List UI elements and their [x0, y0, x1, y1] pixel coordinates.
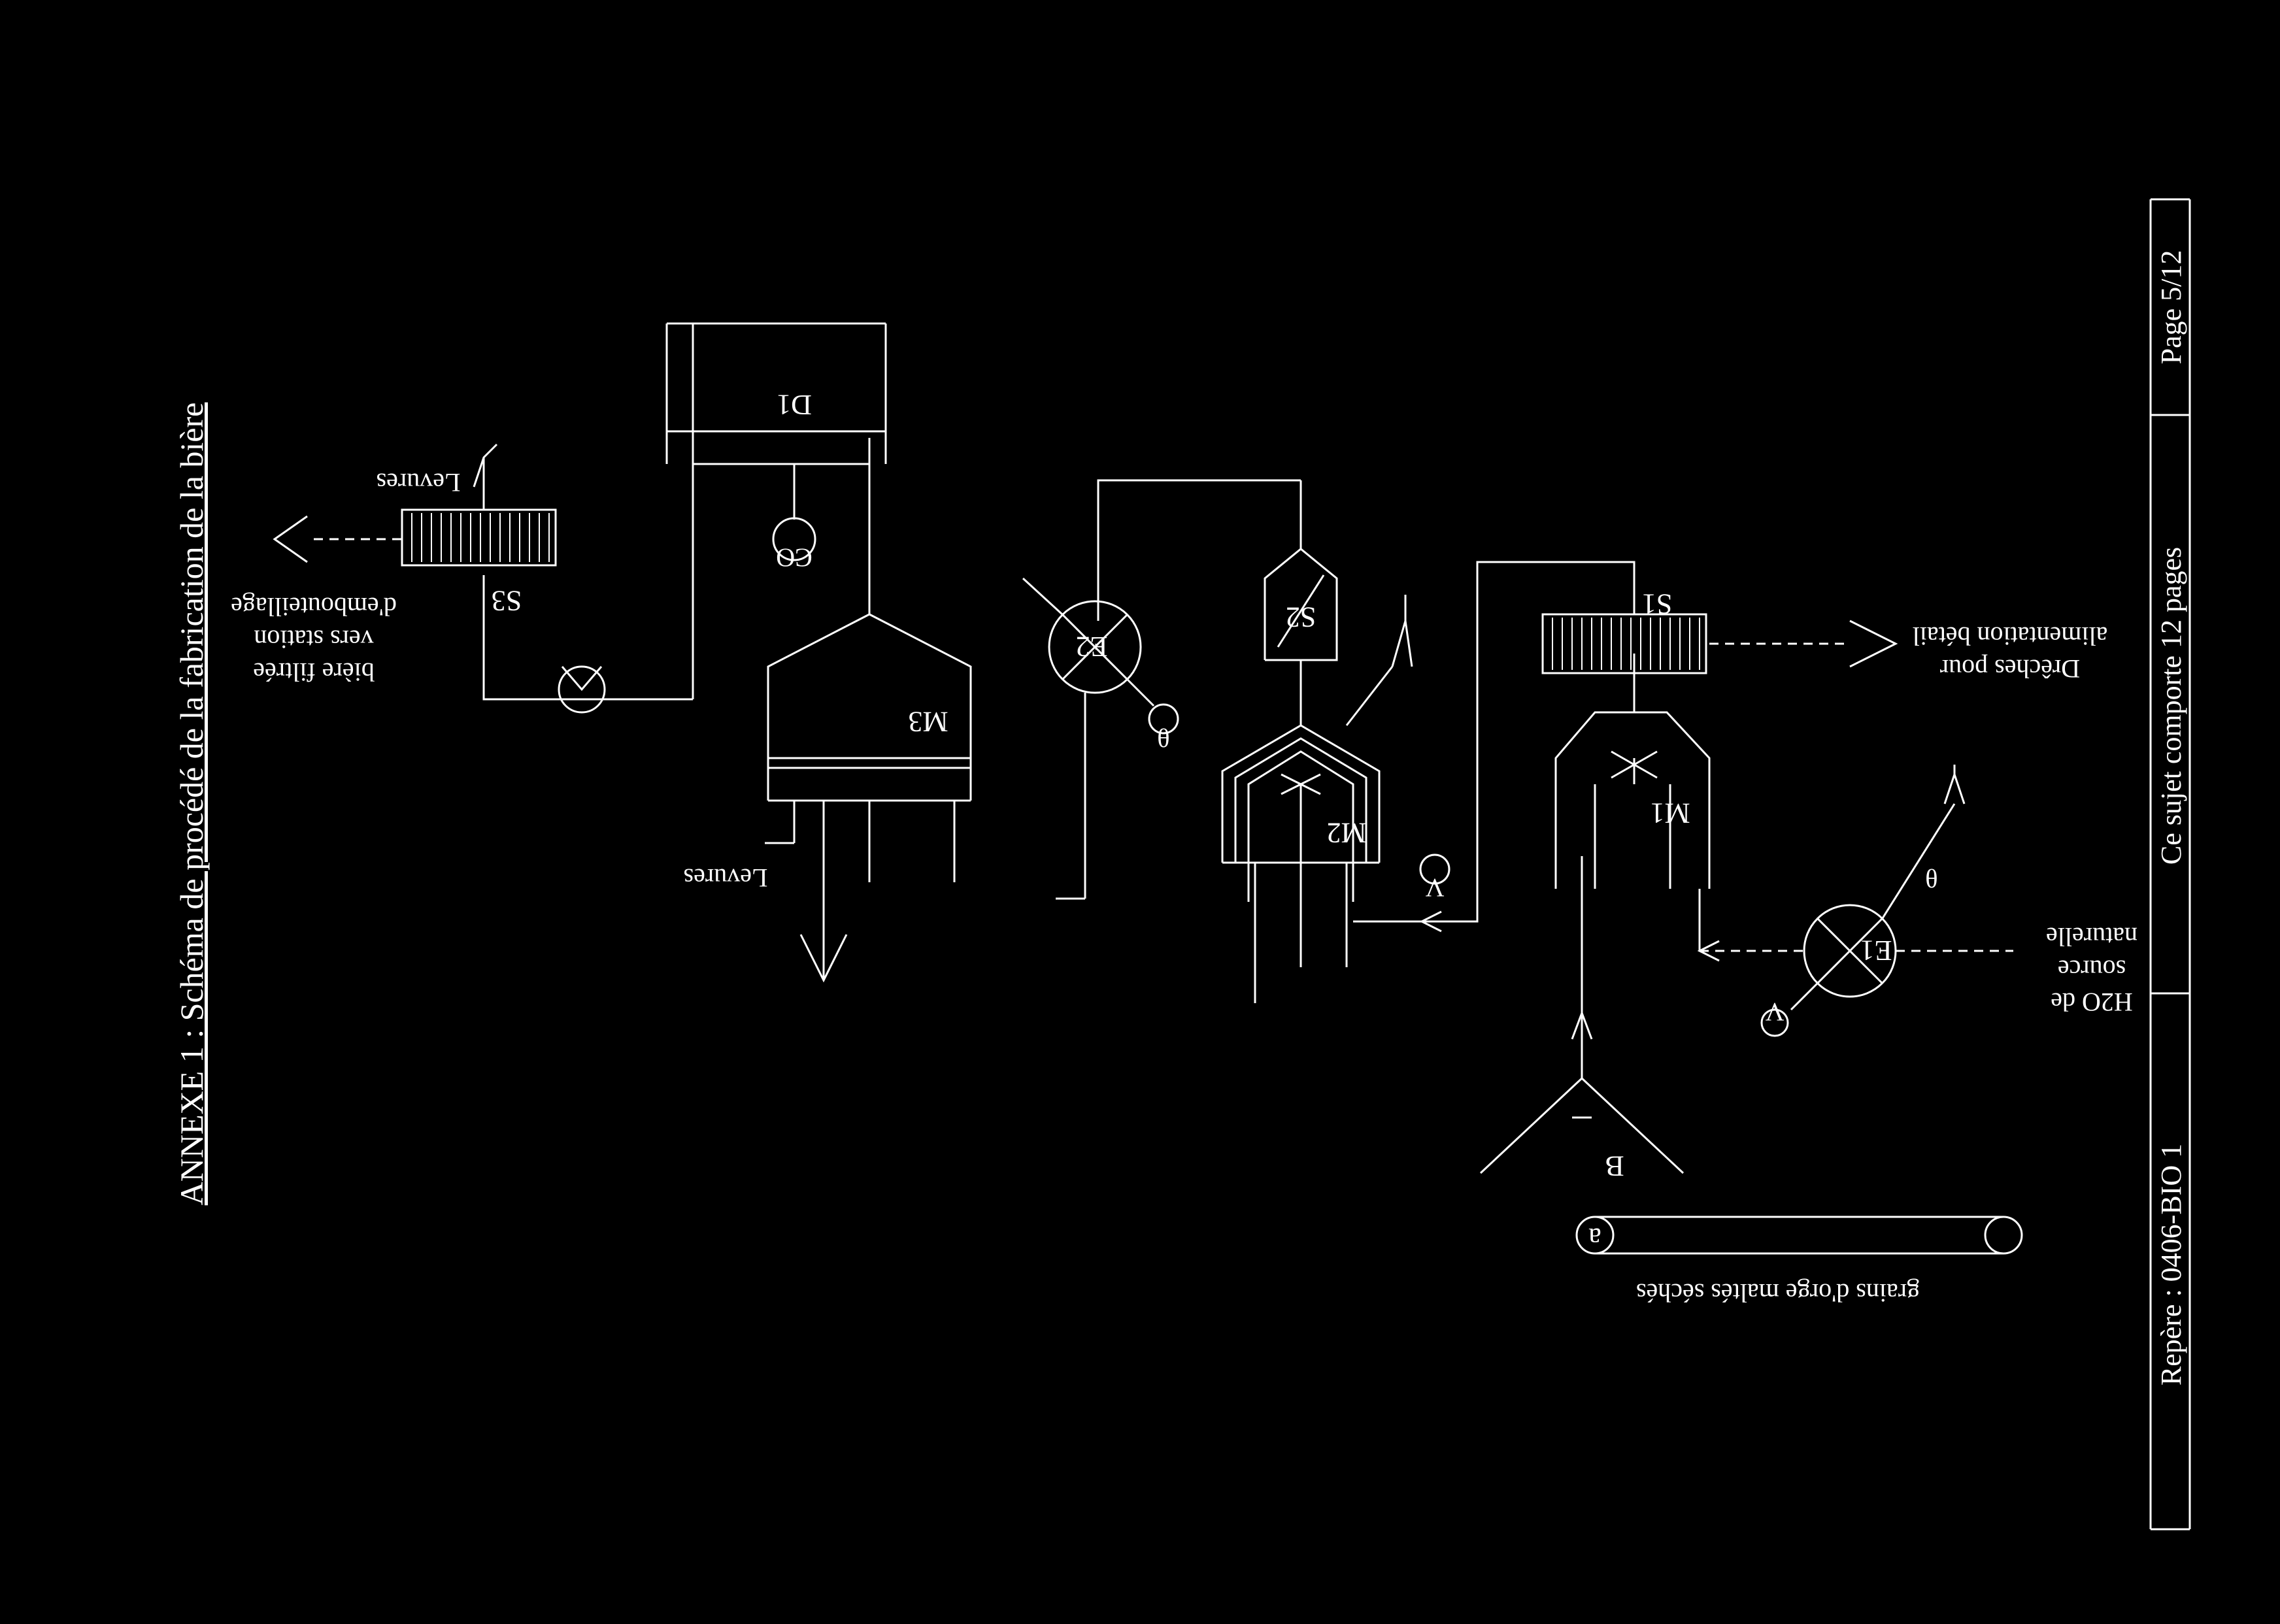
- footer-frame: [2149, 198, 2191, 1531]
- water-label-1: H2O de: [2051, 987, 2133, 1017]
- barley-label: grains d'orge maltés séchés: [1636, 1278, 1920, 1308]
- barley-conveyor: [1575, 1216, 2023, 1255]
- vessel-m1: [1554, 654, 1711, 889]
- theta-tag-e2: θ: [1157, 723, 1169, 752]
- exchanger-e2-tag: E2: [1076, 631, 1108, 663]
- drech-label-2: alimentation bétail: [1913, 621, 2108, 651]
- yeast-label-mid: Levures: [684, 863, 768, 893]
- beer-label-2: vers station: [254, 625, 373, 654]
- v-tag-m2: V: [1425, 873, 1444, 903]
- filter-s1: [1541, 613, 1707, 674]
- theta-tag-e1: θ: [1925, 863, 1937, 893]
- drech-label-1: Drêches pour: [1940, 654, 2080, 684]
- vessel-m3-tag: M3: [908, 706, 948, 738]
- page-number: Page 5/12: [2155, 250, 2187, 365]
- tank-d1: [665, 322, 887, 699]
- hopper-b-tag: B: [1605, 1150, 1624, 1182]
- water-label-3: naturelle: [2046, 922, 2138, 952]
- vessel-m2: [1221, 595, 1450, 1003]
- filter-s1-tag: S1: [1642, 588, 1672, 620]
- page-count-note: Ce sujet comporte 12 pages: [2155, 547, 2187, 865]
- filter-s3-tag: S3: [492, 585, 522, 617]
- co2-tag: CO: [776, 543, 813, 572]
- v-tag-e1: V: [1765, 997, 1784, 1027]
- diagram-title: ANNEXE 1 : Schéma de procédé de la fabri…: [173, 403, 210, 1206]
- vessel-m3: [765, 438, 972, 983]
- vessel-m1-tag: M1: [1650, 797, 1690, 829]
- separator-s2: [1264, 480, 1338, 661]
- pump: [482, 575, 693, 714]
- beer-label-1: bière filtrée: [253, 657, 374, 687]
- reference: Repère : 0406-BIO 1: [2155, 1144, 2187, 1385]
- exchanger-e2: [1022, 577, 1179, 900]
- exchanger-e1: [1760, 765, 1966, 1037]
- beer-label-3: d'embouteillage: [231, 592, 397, 621]
- separator-s2-tag: S2: [1286, 601, 1316, 633]
- water-label-2: source: [2058, 955, 2126, 984]
- conveyor-tag: a: [1588, 1222, 1601, 1254]
- tank-d1-tag: D1: [777, 389, 812, 421]
- vessel-m2-tag: M2: [1326, 817, 1366, 849]
- yeast-label-top: Levures: [377, 468, 461, 497]
- filter-s3: [401, 443, 557, 567]
- exchanger-e1-tag: E1: [1860, 935, 1892, 967]
- hopper-b: [1479, 1010, 1685, 1174]
